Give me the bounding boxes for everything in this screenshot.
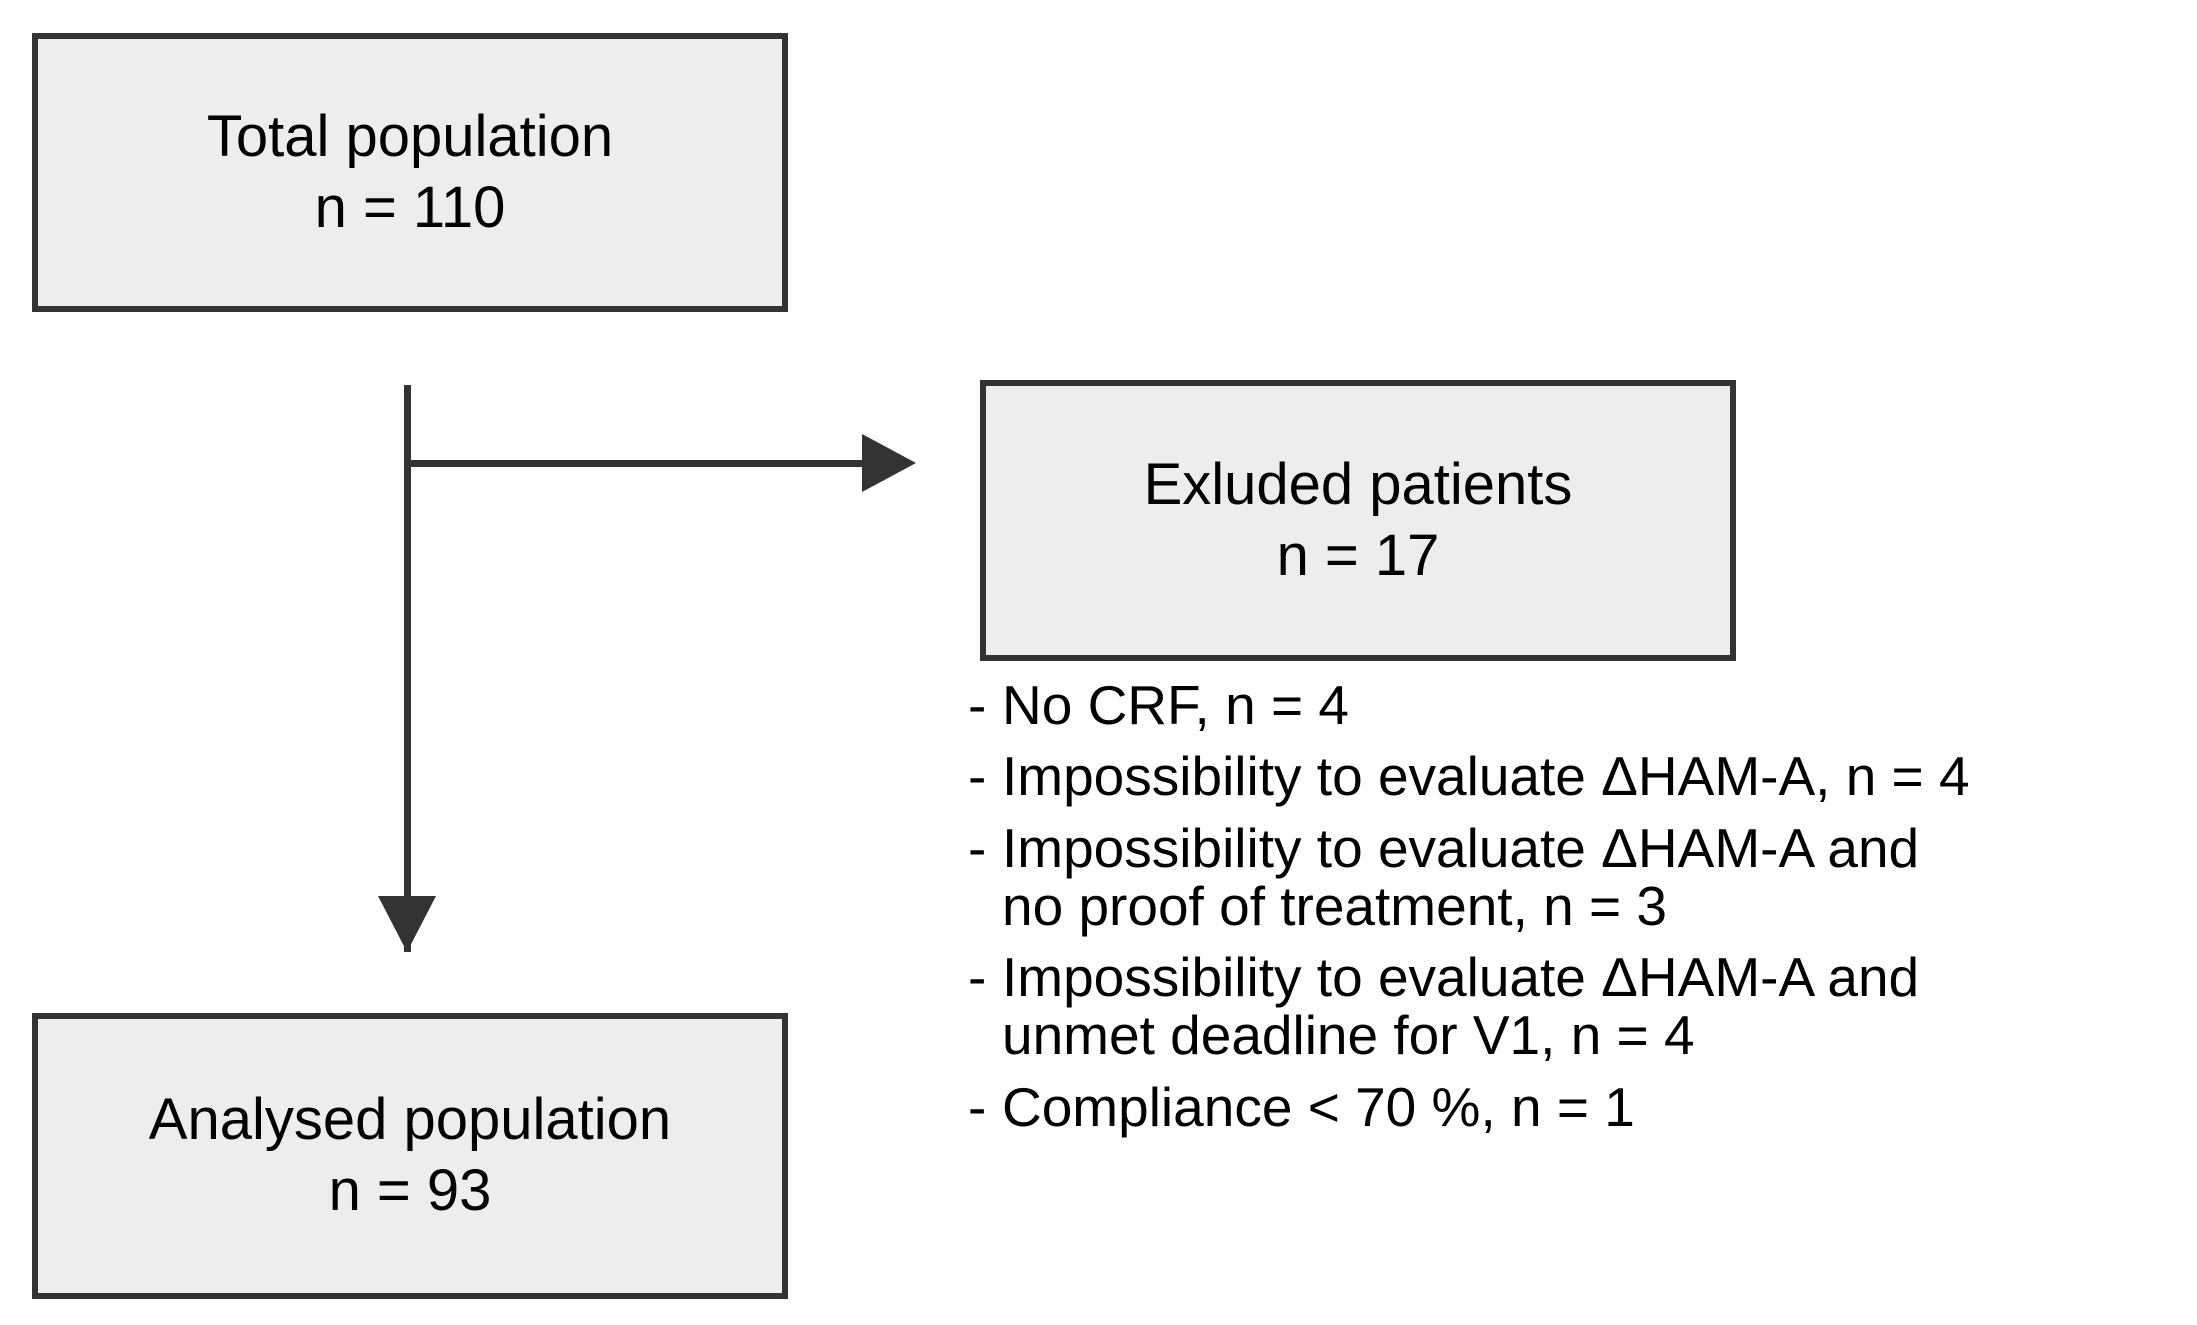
bullet-dash-icon: - [968, 816, 987, 879]
list-item: - Impossibility to evaluate ΔHAM-A and u… [968, 948, 2197, 1065]
list-item: - No CRF, n = 4 [968, 674, 2197, 736]
total-population-count: n = 110 [314, 174, 506, 240]
excluded-patients-label: Exluded patients [1143, 451, 1573, 517]
connector-branch-to-excluded [410, 460, 865, 467]
total-population-label: Total population [206, 103, 614, 169]
list-item-text: Compliance < 70 %, n = 1 [1002, 1075, 1635, 1138]
box-analysed-population: Analysed population n = 93 [32, 1013, 788, 1299]
bullet-dash-icon: - [968, 1075, 987, 1138]
arrow-right-icon [862, 434, 916, 492]
bullet-dash-icon: - [968, 946, 987, 1009]
box-total-population: Total population n = 110 [32, 33, 788, 312]
exclusion-reasons-list: - No CRF, n = 4 - Impossibility to evalu… [968, 676, 2197, 1149]
bullet-dash-icon: - [968, 674, 987, 736]
list-item-text: Impossibility to evaluate ΔHAM-A and no … [1002, 816, 1920, 937]
bullet-dash-icon: - [968, 745, 987, 808]
list-item-text: No CRF, n = 4 [1002, 674, 1349, 736]
box-excluded-patients: Exluded patients n = 17 [980, 380, 1736, 661]
list-item-text: Impossibility to evaluate ΔHAM-A, n = 4 [1002, 745, 1970, 808]
list-item: - Impossibility to evaluate ΔHAM-A, n = … [968, 745, 2197, 808]
excluded-patients-count: n = 17 [1276, 522, 1440, 588]
analysed-population-count: n = 93 [328, 1158, 492, 1223]
list-item-text: Impossibility to evaluate ΔHAM-A and unm… [1002, 946, 1920, 1067]
list-item: - Compliance < 70 %, n = 1 [968, 1075, 2197, 1138]
analysed-population-label: Analysed population [148, 1087, 672, 1153]
arrow-down-icon [378, 896, 436, 952]
list-item: - Impossibility to evaluate ΔHAM-A and n… [968, 816, 2197, 937]
connector-vertical-trunk [404, 385, 411, 952]
